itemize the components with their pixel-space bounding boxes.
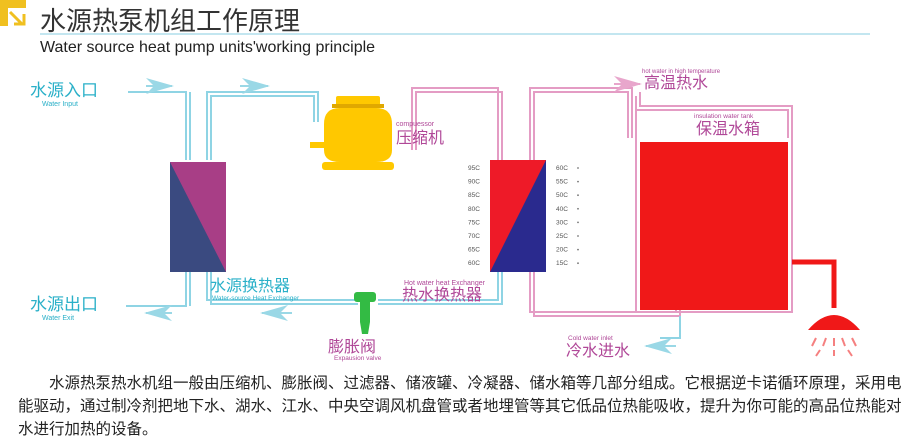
- temperature-label: 95C: [468, 165, 480, 172]
- temperature-dot: [577, 207, 579, 210]
- hot-water-sublabel: hot water in high temperature: [642, 69, 721, 75]
- expansion-valve-sublabel: Expausion valve: [334, 355, 382, 362]
- temperature-dot: [577, 167, 579, 169]
- compressor-label: 压缩机: [396, 128, 444, 147]
- refrigerant-pipes: [206, 87, 503, 305]
- cold-water-label: 冷水进水: [566, 341, 630, 360]
- water-source-heat-exchanger: [170, 162, 226, 272]
- water-exit-label: 水源出口: [30, 295, 98, 315]
- temperature-label: 15C: [556, 260, 568, 267]
- temperature-scale-right: 60C 55C 50C 40C 30C 25C 20C 15C: [556, 165, 579, 267]
- expansion-valve-label: 膨胀阀: [328, 337, 376, 356]
- temperature-label: 75C: [468, 219, 480, 226]
- water-exit-sublabel: Water Exit: [42, 315, 74, 322]
- water-source-hx-sublabel: Water-source Heat Exchanger: [212, 295, 300, 302]
- temperature-label: 40C: [556, 206, 568, 213]
- tank-label: 保温水箱: [696, 119, 760, 138]
- temperature-dot: [577, 235, 579, 237]
- temperature-dot: [577, 262, 579, 265]
- hot-water-hx-label: 热水换热器: [402, 285, 482, 304]
- water-inlet-sublabel: Water Input: [42, 101, 78, 108]
- temperature-label: 60C: [556, 165, 568, 172]
- water-inlet-label: 水源入口: [30, 81, 98, 101]
- temperature-label: 50C: [556, 192, 568, 199]
- temperature-dot: [577, 248, 579, 251]
- compressor-sublabel: compuessor: [396, 121, 435, 128]
- temperature-label: 20C: [556, 247, 568, 254]
- hot-water-hx-sublabel: Hot water heat Exchanger: [404, 280, 486, 287]
- temperature-label: 90C: [468, 179, 480, 186]
- temperature-label: 30C: [556, 219, 568, 226]
- water-source-hx-label: 水源换热器: [210, 276, 290, 295]
- hot-water-label: 高温热水: [644, 73, 708, 92]
- temperature-dot: [577, 180, 579, 183]
- temperature-label: 70C: [468, 233, 480, 240]
- temperature-label: 25C: [556, 233, 568, 240]
- temperature-scale-left: 95C 90C 85C 80C 75C 70C 65C 60C: [468, 165, 480, 267]
- shower-head-icon: [808, 315, 860, 357]
- compressor-icon: [310, 96, 394, 170]
- temperature-dot: [577, 194, 579, 197]
- temperature-label: 55C: [556, 179, 568, 186]
- insulation-water-tank: [635, 108, 837, 313]
- cold-water-pipe: [660, 316, 681, 339]
- temperature-label: 80C: [468, 206, 480, 213]
- cold-water-sublabel: Cold water inlet: [568, 335, 613, 342]
- page-title-en: Water source heat pump units'working pri…: [40, 39, 375, 56]
- temperature-dot: [577, 221, 579, 224]
- temperature-label: 65C: [468, 247, 480, 254]
- temperature-label: 60C: [468, 260, 480, 267]
- temperature-label: 85C: [468, 192, 480, 199]
- expansion-valve-icon: [354, 292, 376, 334]
- hot-water-heat-exchanger: [490, 160, 546, 272]
- page-title-cn: 水源热泵机组工作原理: [40, 7, 300, 37]
- tank-sublabel: insulation water tank: [694, 113, 754, 120]
- description-paragraph: 水源热泵热水机组一般由压缩机、膨胀阀、过滤器、储液罐、冷凝器、储水箱等几部分组成…: [18, 374, 902, 438]
- heat-pump-diagram: 水源热泵机组工作原理 Water source heat pump units'…: [0, 0, 870, 362]
- title-corner-icon: [0, 0, 26, 26]
